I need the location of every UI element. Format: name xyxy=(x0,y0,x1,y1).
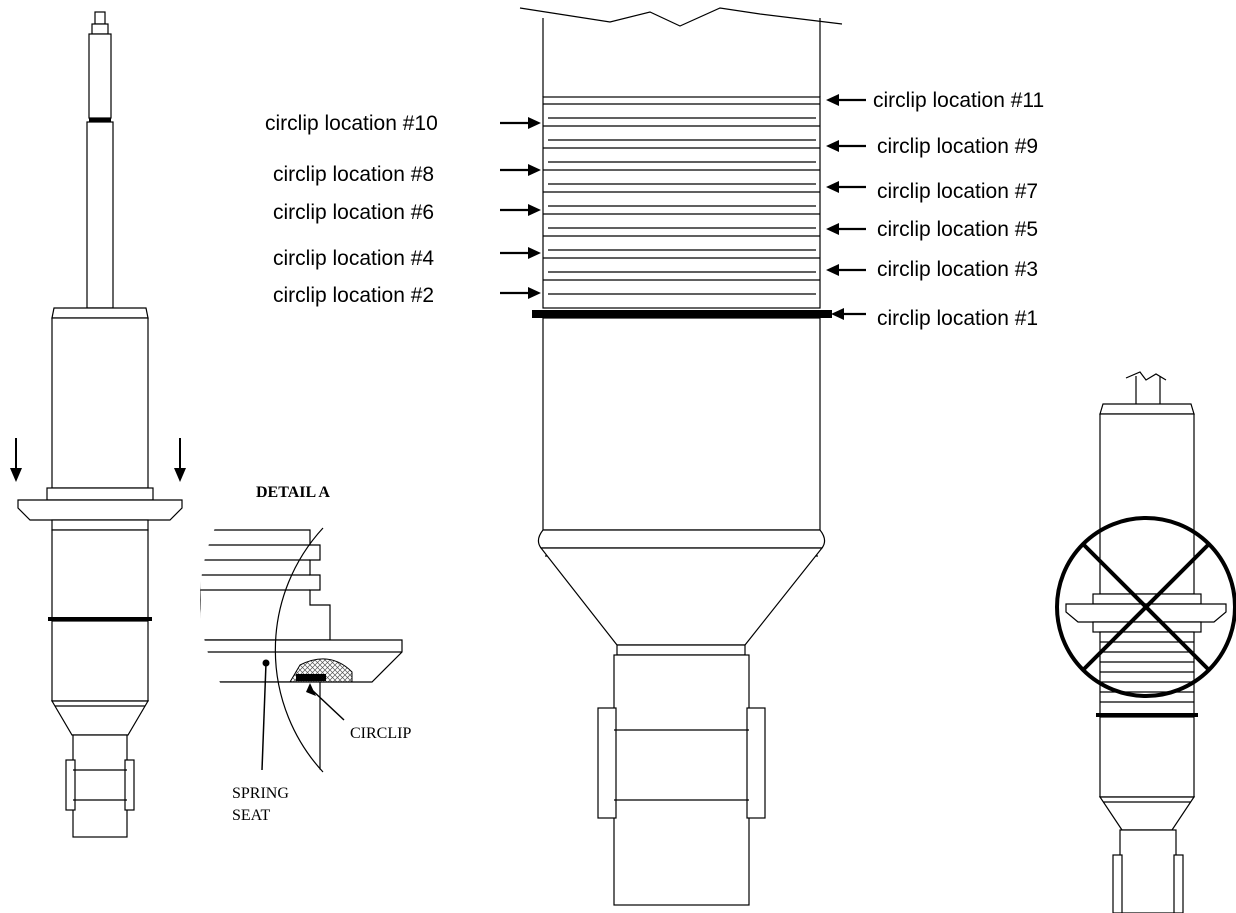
left-labels: circlip location #10 circlip location #8… xyxy=(265,112,541,307)
center-threads xyxy=(542,96,821,309)
left-arrow-icon xyxy=(826,264,866,276)
left-arrow-icon xyxy=(826,94,866,106)
label-loc3: circlip location #3 xyxy=(877,258,1038,281)
label-loc7: circlip location #7 xyxy=(877,180,1038,203)
label-loc5: circlip location #5 xyxy=(877,218,1038,241)
right-shock-absorber xyxy=(1055,371,1236,913)
center-shock-absorber xyxy=(519,7,843,906)
left-shock-absorber xyxy=(10,11,186,838)
right-labels: circlip location #11 circlip location #9… xyxy=(826,89,1044,330)
circlip-ring xyxy=(532,310,832,318)
right-arrow-icon xyxy=(500,164,541,176)
circlip-label: CIRCLIP xyxy=(350,725,411,742)
down-arrow-icon xyxy=(174,438,186,482)
label-loc10: circlip location #10 xyxy=(265,112,438,135)
detail-a: DETAIL A CIRCLIP SPRING SEAT xyxy=(200,484,411,824)
right-arrow-icon xyxy=(500,117,541,129)
label-loc4: circlip location #4 xyxy=(273,247,434,270)
left-arrow-icon xyxy=(826,140,866,152)
right-arrow-icon xyxy=(500,247,541,259)
left-threads xyxy=(51,529,149,619)
label-loc11: circlip location #11 xyxy=(873,89,1044,112)
spring-seat-label: SPRING xyxy=(232,785,289,802)
label-loc8: circlip location #8 xyxy=(273,163,434,186)
down-arrow-icon xyxy=(10,438,22,482)
spring-seat-label-2: SEAT xyxy=(232,807,270,824)
label-loc9: circlip location #9 xyxy=(877,135,1038,158)
right-arrow-icon xyxy=(500,204,541,216)
right-arrow-icon xyxy=(500,287,541,299)
prohibited-icon xyxy=(1055,516,1236,698)
label-loc2: circlip location #2 xyxy=(273,284,434,307)
left-arrow-icon xyxy=(831,308,866,320)
label-loc1: circlip location #1 xyxy=(877,307,1038,330)
label-loc6: circlip location #6 xyxy=(273,201,434,224)
left-arrow-icon xyxy=(826,181,866,193)
detail-title: DETAIL A xyxy=(256,484,330,501)
left-arrow-icon xyxy=(826,223,866,235)
